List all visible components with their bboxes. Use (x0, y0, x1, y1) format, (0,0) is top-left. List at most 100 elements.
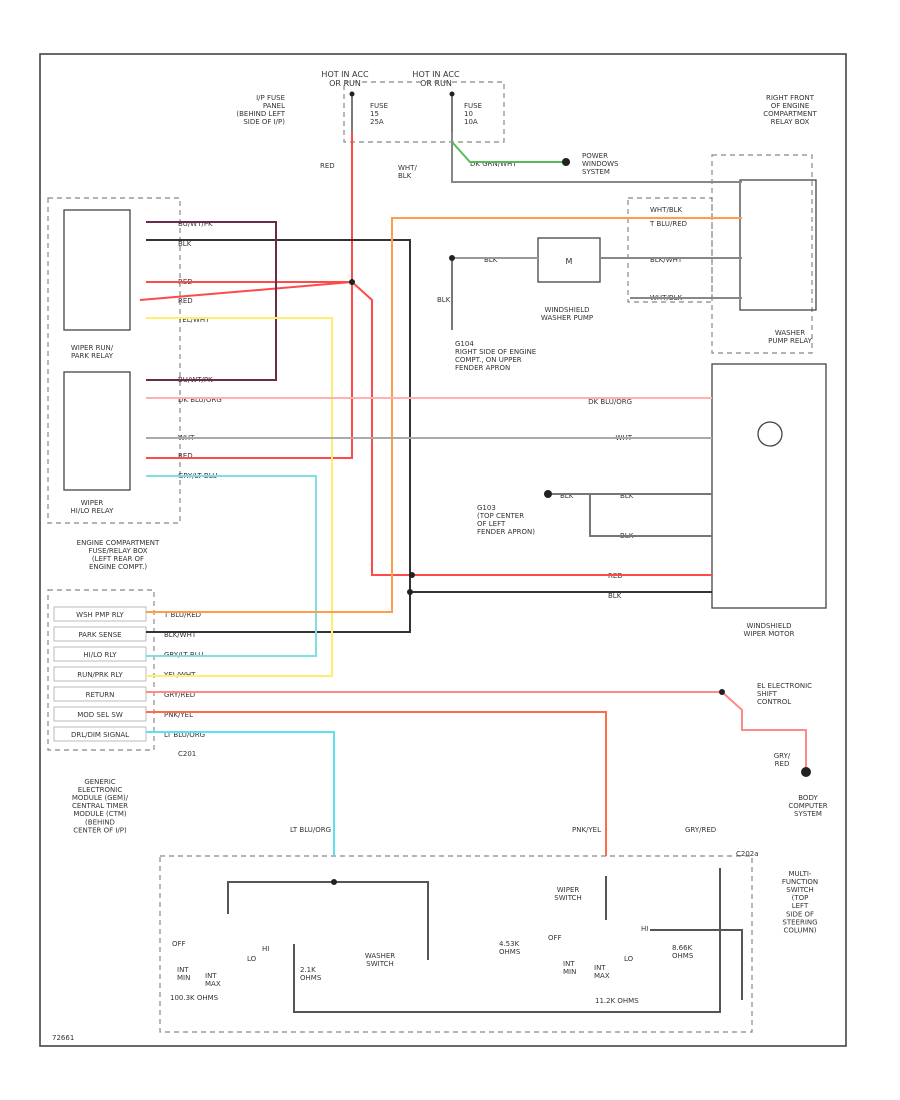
dk-blu-org-label: DK BLU/ORG (178, 396, 222, 404)
washer-pump-symbol (537, 237, 601, 283)
res-a-label: 100.3K OHMS (170, 994, 219, 1002)
dk-grn-wht-wire (451, 141, 570, 163)
pnk-yel-gem-label: PNK/YEL (164, 711, 193, 719)
yel-wht-relay-label: YEL/WHT (177, 316, 210, 324)
sw-off-2: OFF (548, 934, 562, 942)
c202-label: C202a (736, 850, 759, 858)
blk-ground-label: BLK (437, 296, 451, 304)
blk-wht-gem-label: BLK/WHT (164, 631, 197, 639)
t-blu-red-wire (146, 217, 742, 613)
gry-red-gem-label: GRY/RED (164, 691, 195, 699)
red-feed-wire (146, 132, 353, 283)
relay-connector-box (627, 197, 713, 303)
red-relay-label-2: RED (178, 297, 193, 305)
t-blu-red-relay: T BLU/RED (649, 220, 687, 228)
blk-g103-wire-2 (589, 494, 712, 537)
gem-pin-label: PARK SENSE (78, 631, 121, 639)
run-park-relay-body (63, 209, 131, 331)
red-splice-node (349, 279, 355, 285)
gem-pin-cell (53, 686, 147, 702)
gem-pin-label: DRL/DIM SIGNAL (71, 731, 129, 739)
wiper-switch-hi-leg (650, 929, 743, 1000)
gem-pin-cell (53, 666, 147, 682)
pnk-yel-wire (146, 711, 607, 856)
sw-lo-1: LO (247, 955, 257, 963)
gem-pin-label: MOD SEL SW (77, 711, 123, 719)
dk-grn-wht-label: DK GRN/WHT (470, 160, 517, 168)
bu-pk-wire (146, 221, 277, 381)
sw-off-1: OFF (172, 940, 186, 948)
wires (139, 132, 807, 1013)
blk-wht-park-wire (146, 239, 411, 633)
hi-lo-relay-body (63, 371, 131, 491)
gry-lt-blu-wire (146, 475, 317, 657)
dk-blu-org-motor: DK BLU/ORG (588, 398, 632, 406)
gry-red-top-label: GRY/RED (685, 826, 716, 834)
blk-g103-label: BLK (560, 492, 574, 500)
washer-pump-motor-icon: M (566, 257, 573, 266)
gem-pin-cell (53, 606, 147, 622)
diagram-frame (39, 53, 847, 1047)
red-top-label: RED (320, 162, 335, 170)
gry-red-node (719, 689, 725, 695)
blk-relay-label: BLK (178, 240, 192, 248)
run-park-relay-label: WIPER RUN/PARK RELAY (71, 344, 114, 360)
figure-id: 72661 (52, 1034, 74, 1042)
fuse-a-terminal (349, 91, 355, 97)
fuse-b-terminal (449, 91, 455, 97)
blk-motor-label-1: BLK (620, 492, 634, 500)
wht-blk-wire (451, 132, 742, 183)
washer-common-node (331, 879, 337, 885)
blk-motor-label-3: BLK (608, 592, 622, 600)
gem-pin-label: RETURN (86, 691, 115, 699)
gry-red-wire (146, 691, 807, 772)
sw-hi-2: HI (641, 925, 648, 933)
sw-hi-1: HI (262, 945, 269, 953)
washer-relay-body (739, 179, 817, 311)
engine-fuse-relay-box (47, 197, 181, 524)
lt-blu-org-gem-label: LT BLU/ORG (164, 731, 205, 739)
blk-splice-node (407, 589, 413, 595)
bu-pk-label-1: BU/WT/PK (178, 220, 213, 228)
gem-pin-cell (53, 646, 147, 662)
wiper-motor-body (711, 363, 827, 609)
blk-wht-relay: BLK/WHT (650, 256, 683, 264)
g103-ground-node (544, 490, 552, 498)
pnk-yel-top-label: PNK/YEL (572, 826, 601, 834)
gem-pin-label: HI/LO RLY (83, 651, 117, 659)
multifunction-switch-box (159, 855, 753, 1033)
wiper-motor-armature (757, 421, 783, 447)
pump-ground-node (449, 255, 455, 261)
red-hilo-wire (146, 282, 353, 459)
gem-pin-cell (53, 706, 147, 722)
yel-wht-wire (146, 317, 333, 677)
